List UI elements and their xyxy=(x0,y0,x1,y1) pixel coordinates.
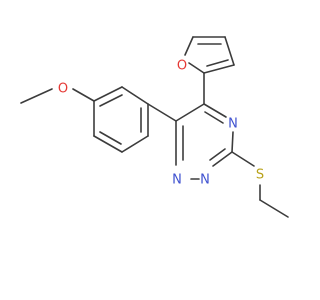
bonds xyxy=(20,36,289,218)
bond-furan-c3-c2-inner xyxy=(206,59,229,67)
bond-furan-c3-c2 xyxy=(203,64,235,74)
bond-c5-n4 xyxy=(203,103,227,118)
bond-benzene-1-inner xyxy=(99,94,123,107)
bond-c6-c5 xyxy=(175,103,205,122)
atom-nitrogen-4: N xyxy=(228,117,238,132)
bond-benzene-1 xyxy=(93,86,123,102)
bond-n4-c3 xyxy=(231,131,234,153)
atom-oxygen-furan: O xyxy=(177,59,187,74)
bond-c3-n2-inner xyxy=(209,148,226,161)
bond-furan-c4-c3 xyxy=(224,36,235,66)
bond-benzene-4 xyxy=(121,135,149,153)
bond-furan-c2-o xyxy=(188,62,205,74)
structure-drawing: O O N N N S xyxy=(20,36,289,218)
bond-c3-n2 xyxy=(212,151,233,167)
atoms: O O N N N S xyxy=(58,59,264,188)
atom-oxygen-methoxy: O xyxy=(58,82,68,97)
bond-aryl-c6 xyxy=(147,103,177,122)
bond-s-methyl-2 xyxy=(259,199,289,218)
atom-nitrogen-1: N xyxy=(172,173,182,188)
bond-c3-s xyxy=(231,151,255,167)
bond-o-aryl xyxy=(72,88,95,102)
bond-benzene-2 xyxy=(121,86,149,105)
bond-methyl-o xyxy=(20,88,53,104)
bond-benzene-5-inner xyxy=(99,131,122,145)
bond-benzene-5 xyxy=(93,135,123,153)
bond-c5-n4-inner xyxy=(204,111,224,124)
atom-sulfur: S xyxy=(256,168,264,183)
atom-nitrogen-2: N xyxy=(200,173,210,188)
bond-furan-o-c5 xyxy=(184,36,194,56)
